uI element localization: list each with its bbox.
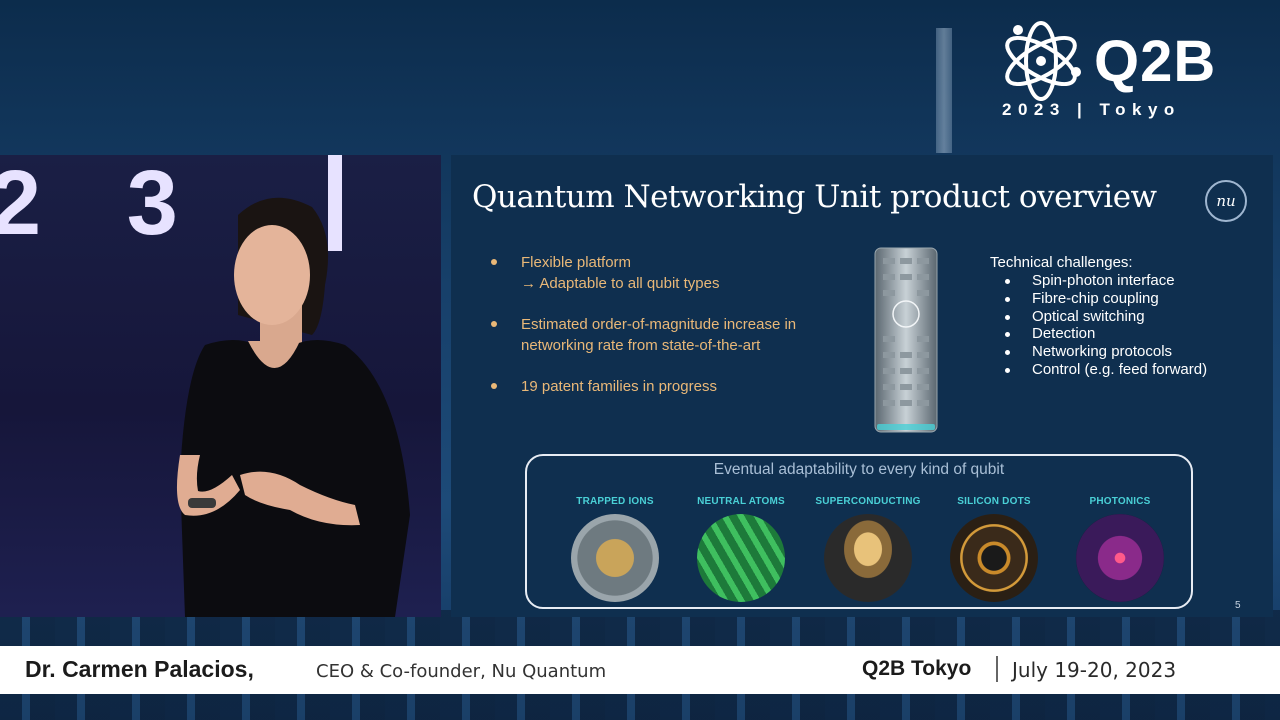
superconducting-image — [824, 514, 912, 602]
challenges-title: Technical challenges: — [990, 254, 1133, 271]
photonics-image — [1076, 514, 1164, 602]
challenge-item: Optical switching — [1002, 308, 1250, 326]
nu-quantum-logo-icon: nu — [1205, 180, 1247, 222]
qubit-type-silicon-dots: SILICON DOTS — [929, 496, 1059, 602]
qubit-panel-title: Eventual adaptability to every kind of q… — [713, 461, 1005, 478]
qubit-type-neutral-atoms: NEUTRAL ATOMS — [676, 496, 806, 602]
challenge-item: Spin-photon interface — [1002, 272, 1250, 290]
speaker-figure — [176, 197, 410, 617]
divider — [996, 656, 998, 682]
stage-backdrop-bar — [328, 155, 342, 251]
trapped-ions-image — [571, 514, 659, 602]
neutral-atoms-image — [697, 514, 785, 602]
stage-backdrop-digits: 2 3 — [0, 155, 208, 254]
challenge-item: Detection — [1002, 325, 1250, 343]
challenge-item: Control (e.g. feed forward) — [1002, 361, 1250, 379]
bullet-item: Flexible platform → Adaptable to all qub… — [489, 252, 859, 294]
q2b-logo: Q2B 2023 | Tokyo — [998, 14, 1248, 124]
speaker-role: CEO & Co-founder, Nu Quantum — [316, 661, 607, 682]
lower-third-banner: Dr. Carmen Palacios, CEO & Co-founder, N… — [0, 646, 1280, 694]
slide-page-number: 5 — [1235, 600, 1241, 611]
challenge-item: Networking protocols — [1002, 343, 1250, 361]
silicon-dots-image — [950, 514, 1038, 602]
qnu-device-image — [874, 247, 938, 433]
feature-bullets: Flexible platform → Adaptable to all qub… — [489, 252, 859, 417]
logo-subtitle: 2023 | Tokyo — [1002, 100, 1181, 119]
event-date: July 19-20, 2023 — [1012, 658, 1177, 682]
qubit-type-photonics: PHOTONICS — [1055, 496, 1185, 602]
speaker-video: 2 3 — [0, 155, 441, 617]
background-tower — [936, 28, 952, 153]
slide-title: Quantum Networking Unit product overview — [472, 179, 1157, 215]
event-name: Q2B Tokyo — [862, 657, 972, 680]
qubit-type-superconducting: SUPERCONDUCTING — [803, 496, 933, 602]
logo-name: Q2B — [1094, 29, 1217, 94]
qubit-adaptability-panel: Eventual adaptability to every kind of q… — [525, 454, 1193, 609]
atom-logo-icon — [1005, 21, 1081, 101]
bullet-item: 19 patent families in progress — [489, 376, 859, 397]
presentation-slide: Quantum Networking Unit product overview… — [451, 155, 1273, 617]
bullet-item: Estimated order-of-magnitude increase in… — [489, 314, 859, 356]
technical-challenges: Technical challenges: Spin-photon interf… — [990, 254, 1250, 379]
speaker-name: Dr. Carmen Palacios, — [25, 656, 254, 682]
challenge-item: Fibre-chip coupling — [1002, 290, 1250, 308]
qubit-type-trapped-ions: TRAPPED IONS — [550, 496, 680, 602]
